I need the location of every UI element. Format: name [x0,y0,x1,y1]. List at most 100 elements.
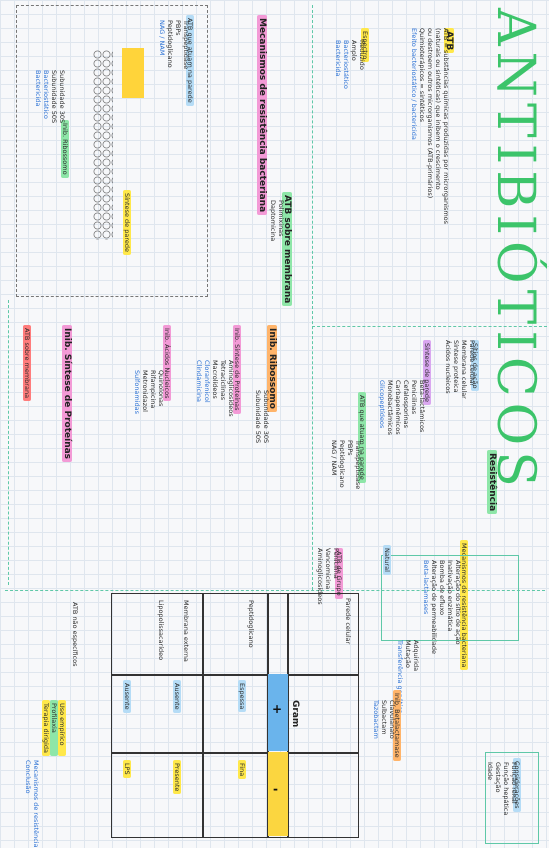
espectro-item: Reduzido [358,40,366,70]
parede-item: Glicopeptídeos [378,380,386,429]
parede-box-block: Síntese de parede [121,190,140,256]
parede-header-block: Parede celular [344,598,352,644]
resistencia-block: Resistência [486,450,505,515]
ribossomo-item: Subunidade 30S [262,390,270,444]
classes-box-items: Transpeptidase PBPs Peptidoglicano NAG /… [158,20,190,69]
classes-box-item: PBPs [174,20,182,36]
gram-negative-bar [268,752,288,836]
acidos-item: Rifampicina [149,370,157,409]
table-cell: Espessa [236,680,255,713]
notes-right-item: Idade [486,762,494,781]
acidos-items: Quinolonas Rifampicina Metronidazol Sulf… [133,370,165,414]
gram-negative-sign: - [273,782,278,796]
table-divider [112,674,358,676]
parede-items: Beta-lactâmicos Penicilinas Cefalosporin… [378,380,426,435]
table-row-label: Membrana externa [182,600,190,662]
sitios-item: Ácidos nucleicos [444,340,452,394]
acidos-item: Metronidazol [141,370,149,412]
inib-sintese-item: Aminoglicosídeos [227,360,235,417]
conclusao-line: Mecanismos de resistência [32,760,40,848]
ribossomo-box-label: Inib. Ribossomo [61,120,69,178]
divider-vertical-main [312,5,313,590]
gram-header: Gram [290,700,300,728]
resistencia-items-block: Natural [381,545,400,575]
intro-line: Efeito bacteriostático / bactericida [410,28,418,140]
classes-box-item: Transpeptidase [182,20,190,70]
ribossomo-box-item: Bacteriostático [42,70,50,119]
table-row-label-text: Lipopolissacarídeo [157,600,165,661]
page-title: ANTIBIÓTICOS [485,8,545,493]
ribossomo-box-item: Subunidade 30S [58,70,66,124]
sitios-item: Membrana celular [460,340,468,399]
inespecificos-label: ATB não específicos [71,602,79,667]
classes-box-item: Peptidoglicano [166,20,174,68]
table-row-label: Peptidoglicano [247,600,255,648]
intro-line: ou destroem outros microrganismos (ATB-p… [426,28,434,199]
inib-sintese-item: Macrolídeos [211,360,219,399]
intro-lines: ATB = substâncias químicas produzidas po… [410,28,450,224]
table-row-label-text: Membrana externa [182,600,190,662]
table-cell: Ausente [121,680,140,713]
notes-right-item: Gestação [494,762,502,793]
highlight-frame [381,555,519,641]
notes-right-item: Função hepática [502,762,510,816]
divider-horizontal-mid [312,326,547,327]
parede-item: Beta-lactâmicos [418,380,426,433]
gram-positive-bar [268,674,288,751]
parede-item: Cefalosporinas [402,380,410,429]
espectro-item: Amplo [350,40,358,61]
divider-horizontal-low [5,590,545,591]
table-cell-text: Espessa [238,680,246,713]
parede-item: Penicilinas [410,380,418,415]
classes-item: PBPs [346,440,354,456]
inespecificos-item: Uso empírico [58,700,66,756]
ribossomo-box-items: Subunidade 30S Subunidade 50S Bacteriost… [34,70,66,123]
intro-line: ATB = substâncias químicas produzidas po… [442,28,450,225]
sitios-items: Parede celular Membrana celular Síntese … [444,340,476,399]
table-divider [202,594,204,837]
ribossomo-box-item: Subunidade 50S [50,70,58,124]
table-cell-text: LPS [123,760,131,778]
membrana-box-label: ATB sobre membrana [23,325,31,402]
mecanismos-header-block: Mecanismos de resistência bacteriana [256,15,275,216]
membrana-item: Polimixinas [277,200,285,237]
espectro-item: Bacteriostático [342,40,350,89]
table-cell-text: Ausente [173,680,181,713]
table-cell: Presente [171,760,190,795]
parede-header: Parede celular [344,598,352,645]
acidos-item: Quinolonas [157,370,165,407]
divider-vertical-left [8,300,9,585]
ribossomo-box-block: Inib. Ribossomo [59,120,78,178]
classes-item: NAG / NAM [330,440,338,476]
title-area: ANTIBIÓTICOS [485,8,549,493]
table-divider [112,752,358,754]
classes-item: Peptidoglicano [338,440,346,488]
membrane-drawing [122,48,144,98]
table-cell-text: Presente [173,760,181,795]
table-row-label: Lipopolissacarídeo [157,600,165,660]
classes-item: Transpeptidase [354,440,362,490]
resistencia-label: Resistência [487,450,497,515]
parede-item: Monobactâmicos [386,380,394,435]
inib-betalactamase-item: Sulbactam [380,700,388,735]
inib-sintese-box-label: Inib. Síntese de Proteínas [62,325,72,463]
intro-line: (naturais ou sintéticas) que inibem o cr… [434,28,442,190]
notes-frame [485,752,539,844]
sitios-item: Parede celular [468,340,476,387]
membrana-box-block: ATB sobre membrana [21,325,40,402]
inespecificos-item: Profilaxia [50,700,58,756]
espectro-items: Reduzido Amplo Bacteriostático Bacterici… [334,40,366,89]
notes-right-item: Função renal [510,762,518,804]
ribossomo-item: Subunidade 50S [254,390,262,444]
ribossomo-box-item: Bactericida [34,70,42,107]
inib-betalactamase-item: Tazobactam [372,700,380,739]
table-cell: Fina [236,760,255,780]
inespecificos-block: ATB não específicos [69,602,88,667]
parede-item: Carbapenêmicos [394,380,402,435]
cell-wall-drawing [93,50,113,240]
inib-sintese-item: Cloranfenicol [203,360,211,403]
diagram-frame [16,5,208,297]
ribossomo-items: Subunidade 30S Subunidade 50S [254,390,270,443]
table-cell-text: Ausente [123,680,131,713]
